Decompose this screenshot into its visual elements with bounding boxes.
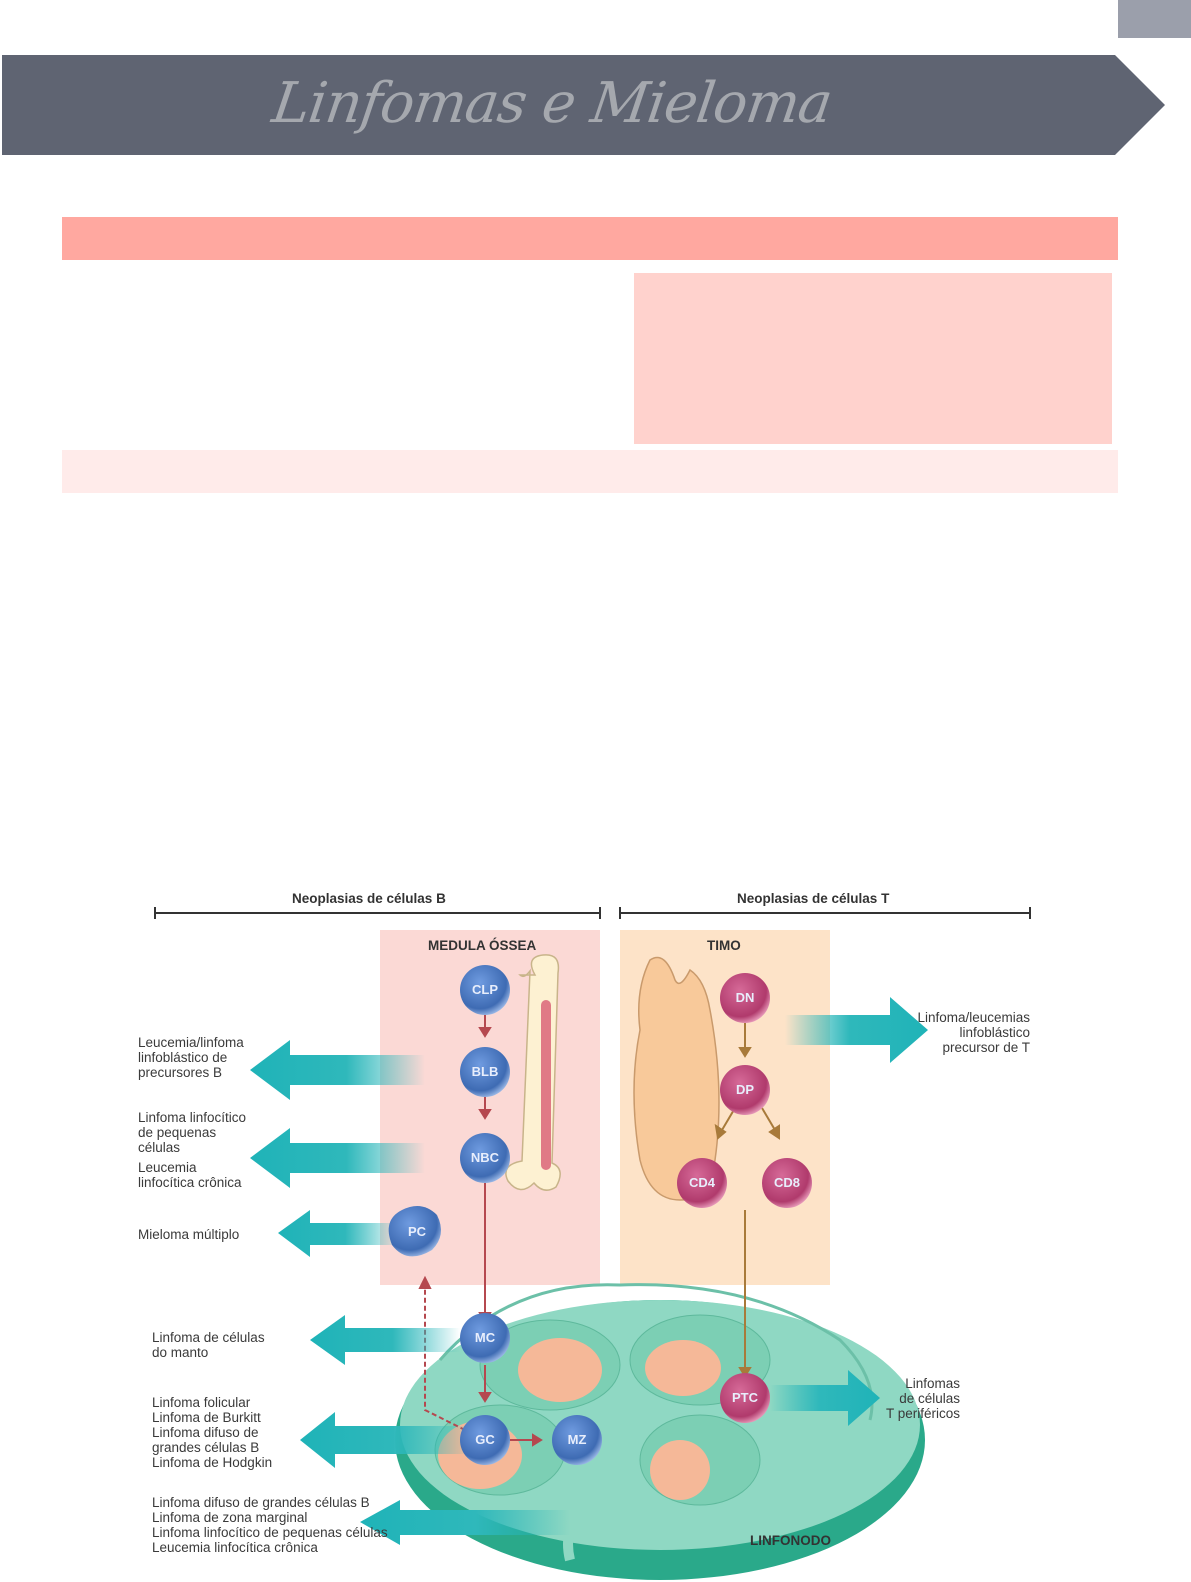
outcome-label-nbc-cll: Leucemia linfocítica crônica [138, 1160, 242, 1190]
cell-cd4 [677, 1158, 727, 1208]
page-title: Linfomas e Mieloma [268, 71, 836, 136]
cell-label-gc: GC [475, 1432, 495, 1447]
header-box [62, 217, 1118, 260]
thymus-icon [633, 956, 720, 1201]
bone-icon [505, 954, 561, 1191]
subheader-box [62, 450, 1118, 493]
outcome-arrow-mc [310, 1315, 460, 1365]
cell-nbc [460, 1133, 510, 1183]
cell-label-mz: MZ [567, 1432, 587, 1447]
section-b-heading: Neoplasias de células B [292, 891, 446, 906]
cell-clp [460, 965, 510, 1015]
lymphoid-neoplasm-diagram: Neoplasias de células B Neoplasias de cé… [130, 880, 1050, 1582]
outcome-arrow-dn [785, 997, 928, 1063]
cell-pc [388, 1206, 441, 1257]
page-corner-tab [1118, 0, 1191, 38]
cell-label-pc: PC [407, 1224, 427, 1239]
section-t-heading: Neoplasias de células T [737, 891, 890, 906]
outcome-label-mc: Linfoma de células do manto [152, 1330, 265, 1360]
title-banner: Linfomas e Mieloma [2, 55, 1165, 155]
cell-label-dn: DN [735, 990, 755, 1005]
cell-ptc [720, 1373, 770, 1423]
outcome-arrow-nbc [250, 1128, 425, 1188]
cell-label-dp: DP [735, 1082, 755, 1097]
cell-mz [552, 1415, 602, 1465]
lymph-node-label: LINFONODO [750, 1533, 831, 1548]
cell-blb [460, 1047, 510, 1097]
b-section-bracket [154, 907, 601, 919]
cell-dp [720, 1065, 770, 1115]
b-lineage-arrows [418, 1013, 543, 1447]
cell-dn [720, 973, 770, 1023]
cell-label-mc: MC [474, 1330, 496, 1345]
outcome-label-nbc-sll: Linfoma linfocítico de pequenas células [138, 1110, 247, 1155]
cell-label-nbc: NBC [470, 1150, 500, 1165]
cell-label-ptc: PTC [732, 1390, 758, 1405]
cell-label-blb: BLB [471, 1064, 499, 1079]
cell-mc [460, 1313, 510, 1363]
outcome-label-blb: Leucemia/linfoma linfoblástico de precur… [138, 1035, 244, 1080]
cell-gc [460, 1415, 510, 1465]
outcome-arrow-ptc [770, 1370, 880, 1426]
outcome-label-pc: Mieloma múltiplo [138, 1227, 240, 1242]
bone-marrow-label: MEDULA ÓSSEA [428, 938, 537, 953]
outcome-label-ptc: Linfomas de células T periféricos [885, 1376, 960, 1421]
cell-label-clp: CLP [472, 982, 498, 997]
outcome-label-mz: Linfoma difuso de grandes células B Linf… [152, 1495, 388, 1555]
outcome-arrow-mz [360, 1500, 570, 1545]
outcome-arrow-blb [250, 1040, 425, 1100]
banner-arrow-shape [2, 55, 1165, 155]
note-box [634, 273, 1112, 444]
diagram-graphics [154, 907, 1031, 1580]
outcome-arrow-gc [300, 1412, 470, 1468]
outcome-label-gc: Linfoma folicular Linfoma de Burkitt Lin… [152, 1395, 273, 1470]
thymus-label: TIMO [707, 938, 741, 953]
outcome-label-dn: Linfoma/leucemias linfoblástico precurso… [917, 1010, 1030, 1055]
cell-label-cd4: CD4 [688, 1175, 715, 1190]
outcome-arrow-pc [278, 1210, 400, 1257]
cell-cd8 [762, 1158, 812, 1208]
cell-label-cd8: CD8 [773, 1175, 800, 1190]
t-section-bracket [619, 907, 1031, 919]
